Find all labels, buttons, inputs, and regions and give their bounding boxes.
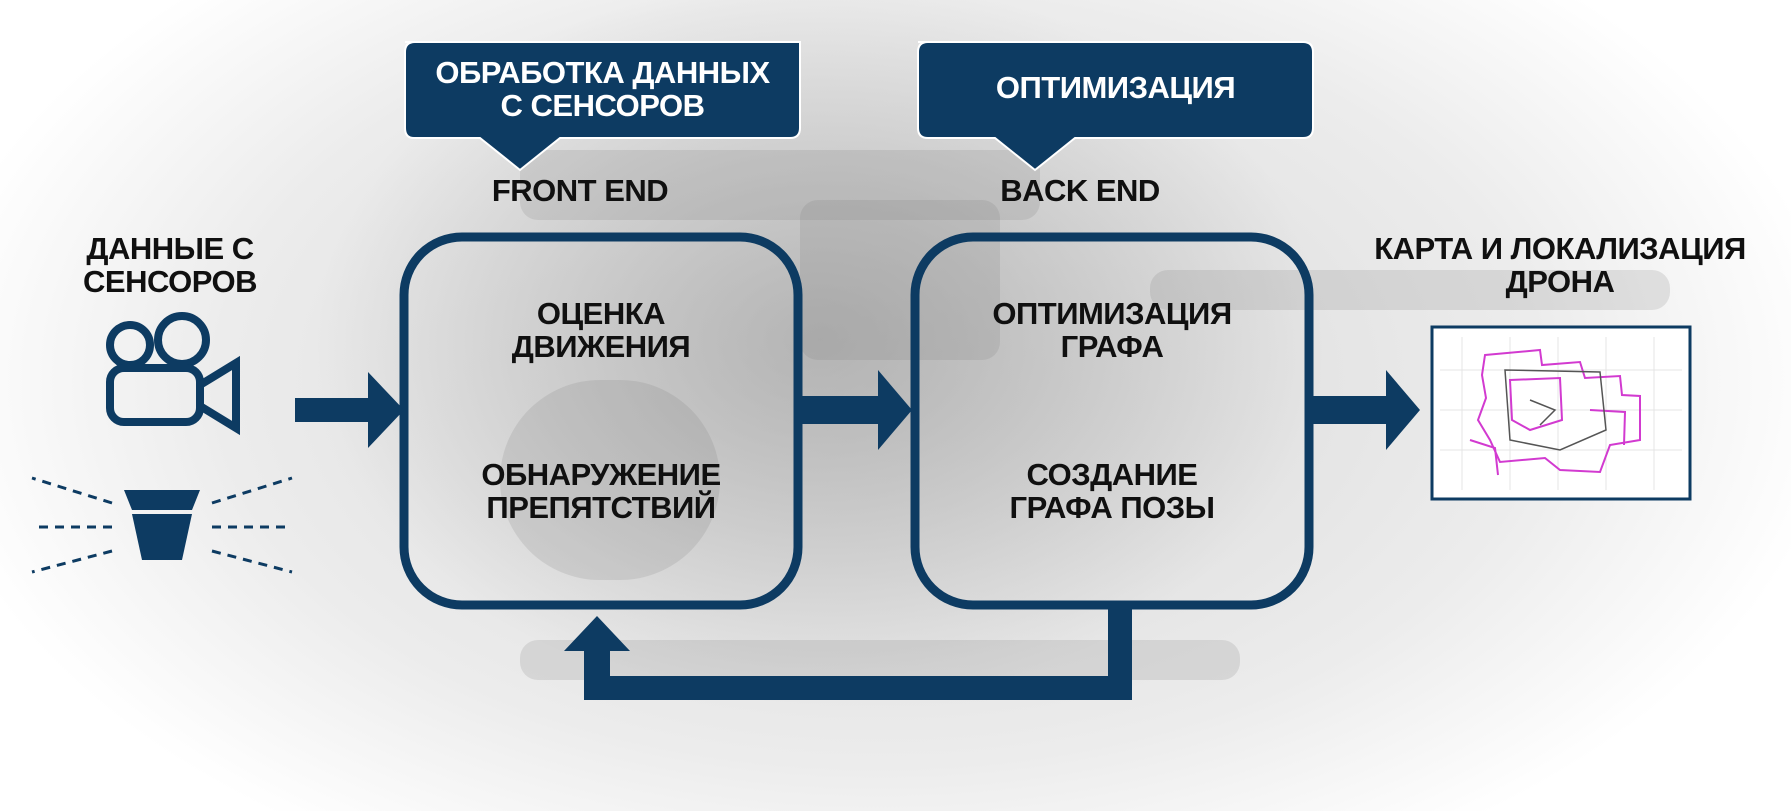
arrow-front-to-back [802,370,912,450]
arrow-back-to-output [1313,370,1420,450]
drone-gimbal-shape [500,380,720,580]
motion-estimation-label: ОЦЕНКА ДВИЖЕНИЯ [404,297,798,363]
back-end-box [910,232,1314,610]
drone-right-arm-shape [1150,270,1670,310]
graph-optimization-label: ОПТИМИЗАЦИЯ ГРАФА [915,297,1309,363]
drone-body-shape [800,200,1000,360]
front-end-callout-title: ОБРАБОТКА ДАННЫХ С СЕНСОРОВ [405,56,800,122]
front-callout-line2: С СЕНСОРОВ [500,88,705,124]
back-item2-line1: СОЗДАНИЕ [1026,457,1198,492]
front-item1-line2: ДВИЖЕНИЯ [511,329,691,365]
arrow-feedback-loop [564,608,1132,700]
front-end-label: FRONT END [491,173,669,208]
map-thumbnail-icon [1430,325,1692,501]
back-end-label: BACK END [1000,173,1160,208]
front-item2-line2: ПРЕПЯТСТВИЙ [486,490,716,526]
input-line2: СЕНСОРОВ [83,264,257,300]
front-callout-line1: ОБРАБОТКА ДАННЫХ [435,55,770,90]
output-line1: КАРТА И ЛОКАЛИЗАЦИЯ [1374,231,1746,266]
video-camera-icon [106,312,240,436]
front-end-box [399,232,803,610]
front-item2-line1: ОБНАРУЖЕНИЕ [481,457,721,492]
back-end-callout [917,41,1314,172]
output-line2: ДРОНА [1505,264,1615,300]
back-callout-line1: ОПТИМИЗАЦИЯ [995,70,1236,105]
drone-arm-shape [520,150,1040,220]
back-item2-line2: ГРАФА ПОЗЫ [1009,490,1216,526]
input-line1: ДАННЫЕ С [86,231,254,266]
arrow-input-to-front [295,372,404,448]
input-sensor-data-label: ДАННЫЕ С СЕНСОРОВ [40,232,300,298]
back-item1-line1: ОПТИМИЗАЦИЯ [992,296,1232,331]
pose-graph-creation-label: СОЗДАНИЕ ГРАФА ПОЗЫ [915,458,1309,524]
back-item1-line2: ГРАФА [1060,329,1164,365]
front-end-callout [404,41,801,172]
map-localization-label: КАРТА И ЛОКАЛИЗАЦИЯ ДРОНА [1340,232,1780,298]
back-end-callout-title: ОПТИМИЗАЦИЯ [918,71,1313,104]
front-item1-line1: ОЦЕНКА [536,296,666,331]
lidar-sensor-icon [31,476,293,574]
obstacle-detection-label: ОБНАРУЖЕНИЕ ПРЕПЯТСТВИЙ [404,458,798,524]
